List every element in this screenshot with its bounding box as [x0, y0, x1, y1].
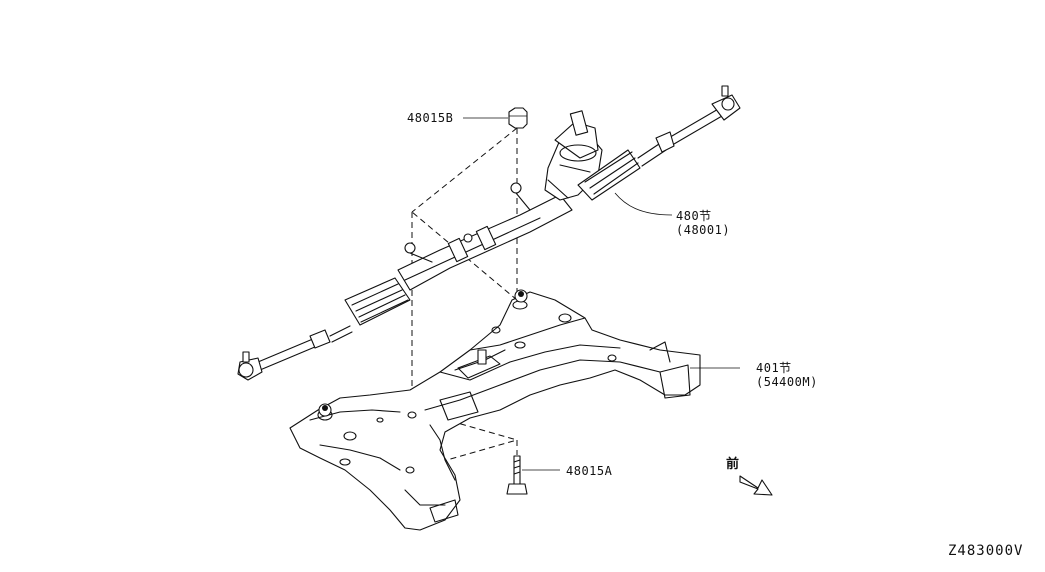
nut-48015b — [463, 107, 528, 129]
bolt-48015a — [506, 455, 560, 495]
front-marker-label: 前 — [726, 457, 740, 472]
callout-54400m: (54400M) — [756, 375, 818, 389]
front-suspension-crossmember — [289, 289, 701, 531]
front-arrow-icon — [739, 475, 773, 496]
callout-48015a: 48015A — [566, 464, 613, 478]
callout-401: 401节 — [756, 361, 792, 375]
callout-48015b: 48015B — [407, 111, 454, 125]
steering-gear-assembly — [237, 85, 741, 381]
figure-code: Z483000V — [948, 543, 1024, 559]
callout-480: 480节 — [676, 209, 712, 223]
leader-480 — [614, 192, 673, 216]
callout-48001: (48001) — [676, 223, 731, 237]
